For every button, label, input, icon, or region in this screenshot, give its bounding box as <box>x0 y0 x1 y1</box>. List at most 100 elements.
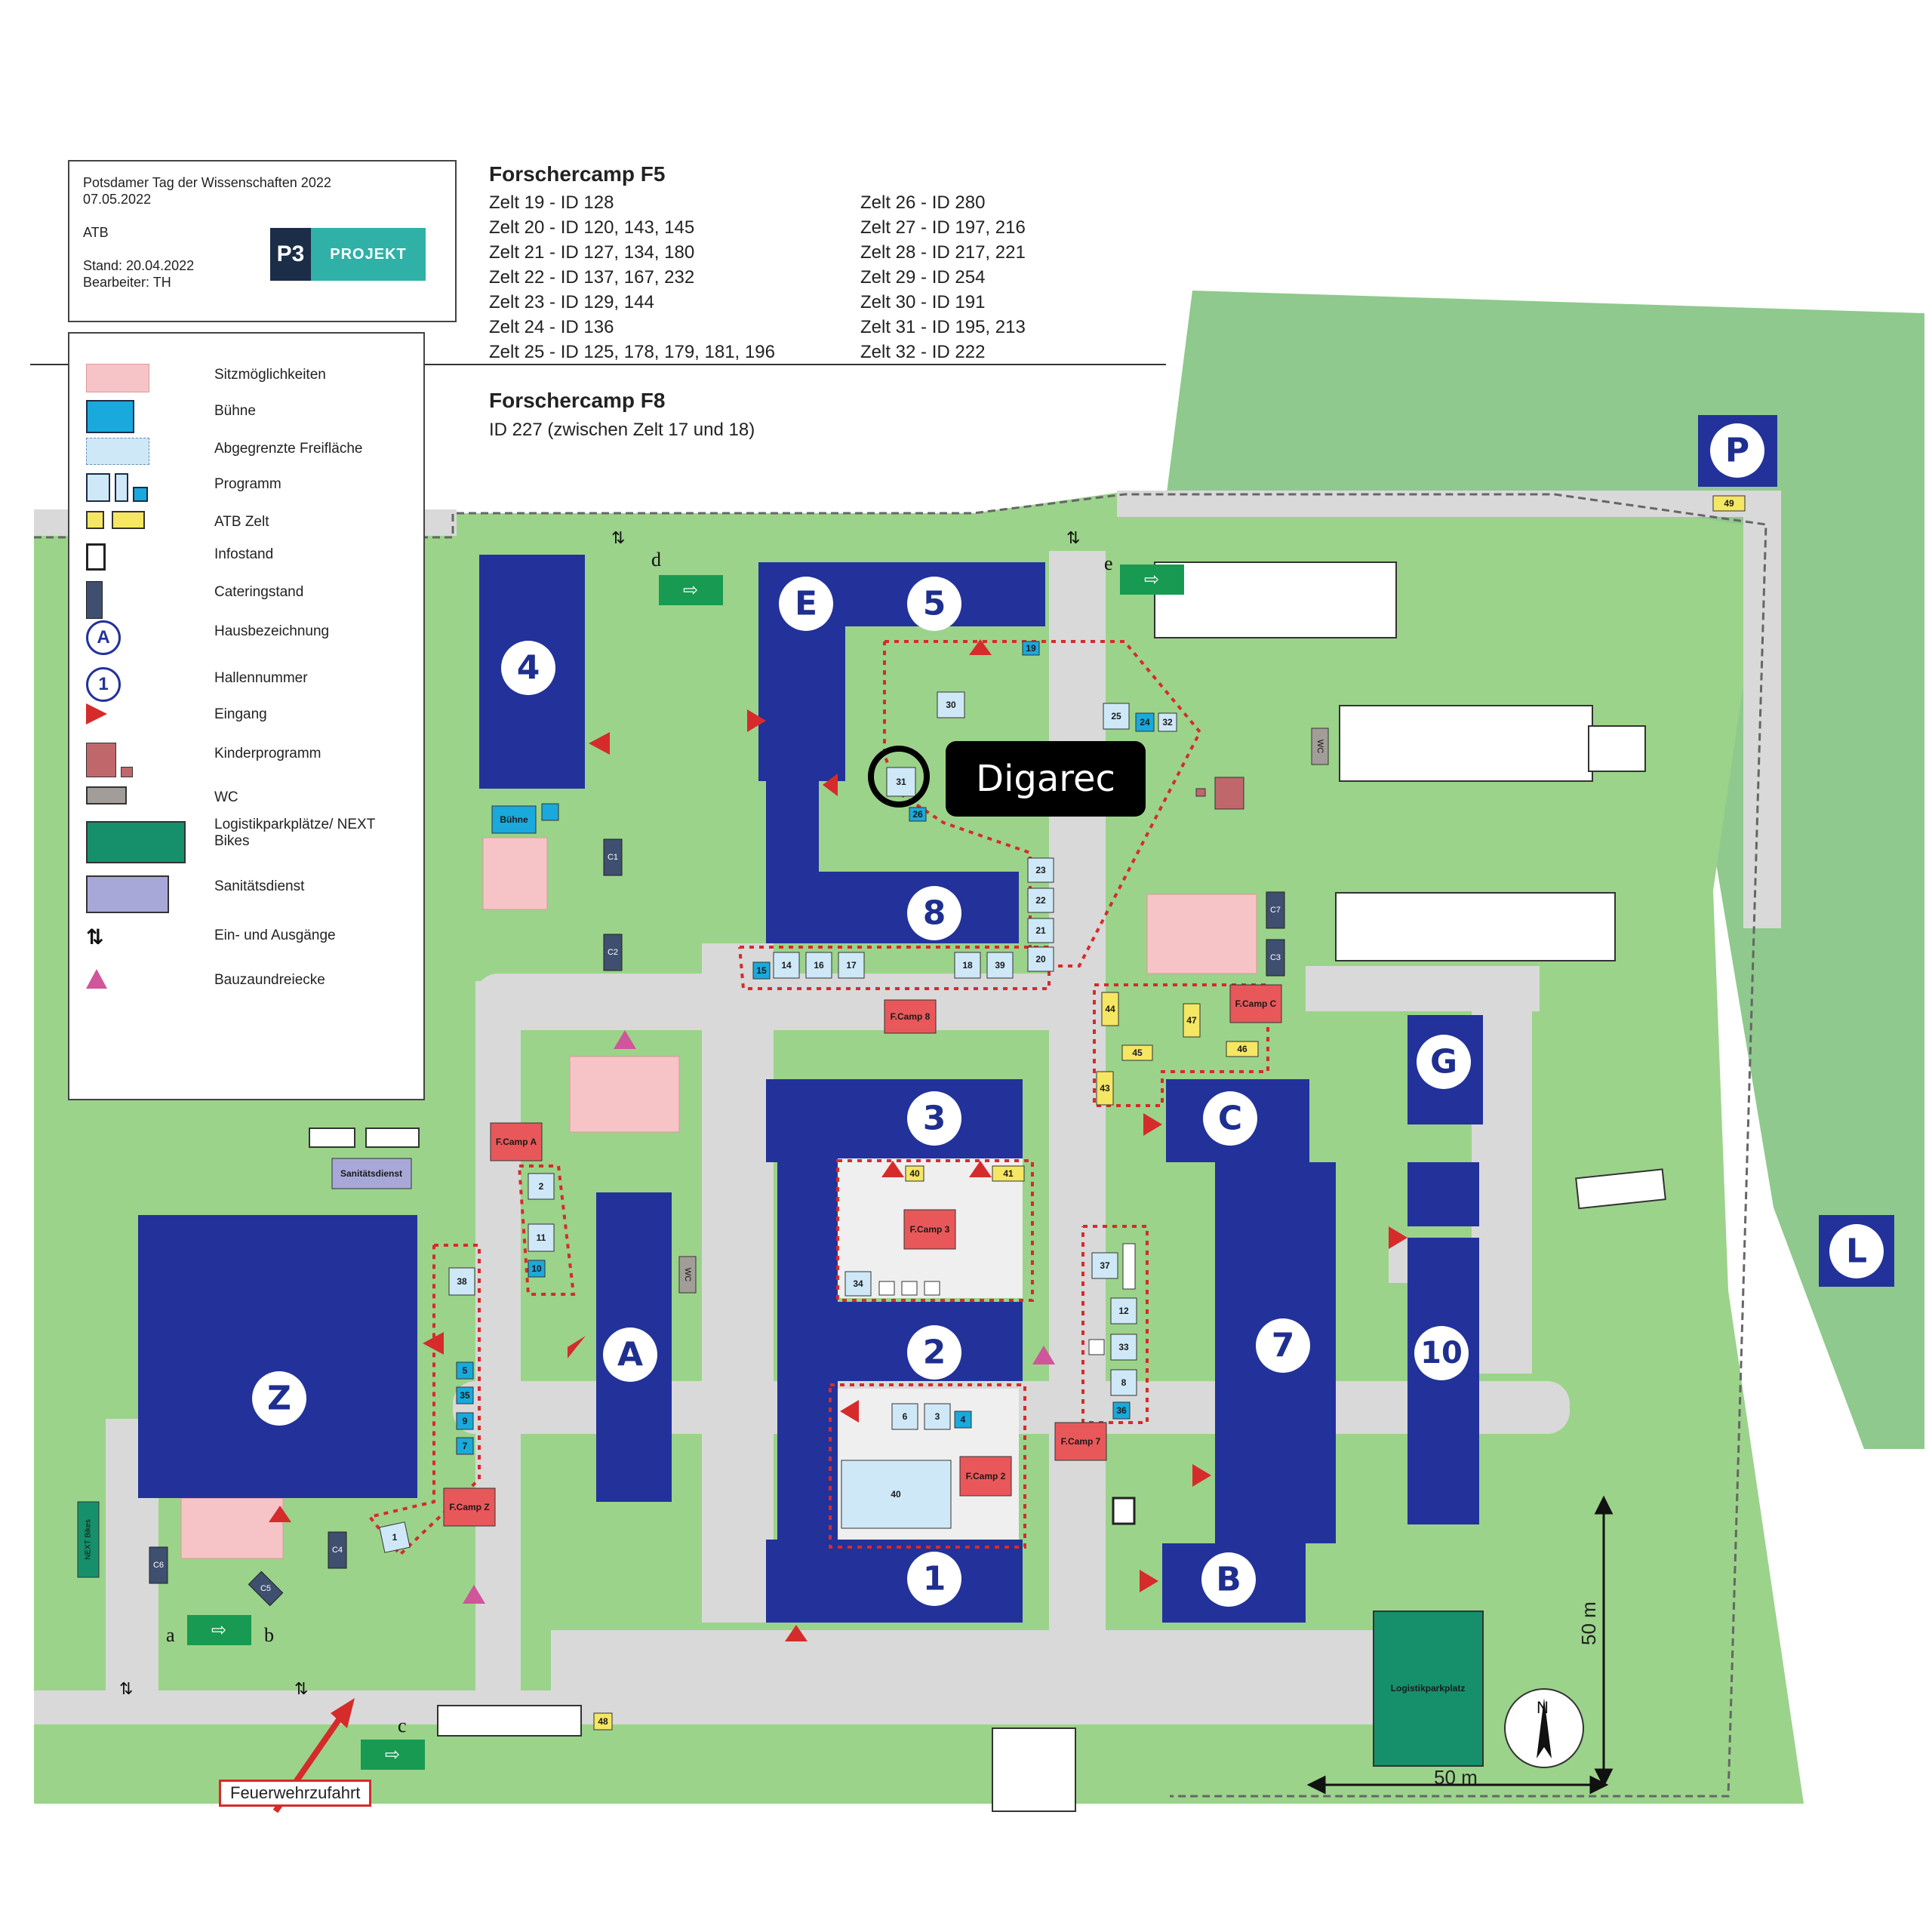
svg-text:L: L <box>1846 1232 1867 1271</box>
f8-zone <box>738 946 1051 990</box>
svg-text:B: B <box>1216 1561 1241 1599</box>
legend-label: Ein- und Ausgänge <box>214 928 336 943</box>
tent-10: 10 <box>528 1260 546 1278</box>
legend-row: ⇅Ein- und Ausgänge <box>69 917 423 955</box>
north-arrow-icon: N <box>1504 1688 1584 1768</box>
gates: a b c d e ⇅ ⇅ ⇅ ⇅ <box>119 529 1113 1737</box>
svg-text:49: 49 <box>1724 498 1734 509</box>
atb-41: 41 <box>992 1165 1025 1182</box>
camp-f8-title: Forschercamp F8 <box>489 389 666 412</box>
tent-39: 39 <box>986 952 1014 979</box>
tent-20: 20 <box>1027 946 1054 972</box>
svg-text:1: 1 <box>392 1532 398 1543</box>
svg-text:2: 2 <box>923 1334 946 1372</box>
building-label-B: B <box>1201 1552 1256 1607</box>
camp-f8-text: ID 227 (zwischen Zelt 17 und 18) <box>489 420 755 440</box>
legend-label: Hausbezeichnung <box>214 623 330 639</box>
site-fence <box>34 493 1767 1798</box>
catering-stands: C1 C2 C7 C3 C4 C5 C6 <box>149 838 1285 1607</box>
svg-text:5: 5 <box>463 1365 468 1376</box>
tent-12: 12 <box>1110 1297 1137 1324</box>
f-camps: F.Camp 8 F.Camp A F.Camp 3 F.Camp 2 F.Ca… <box>443 777 1282 1527</box>
tent-2: 2 <box>528 1173 555 1200</box>
medical-swatch <box>86 875 169 913</box>
roads <box>34 491 1781 1724</box>
tent-15: 15 <box>752 961 771 980</box>
svg-text:7: 7 <box>1272 1327 1295 1365</box>
camp-f5-entry: Zelt 27 - ID 197, 216 <box>860 217 1026 238</box>
svg-text:⇅: ⇅ <box>611 529 625 548</box>
tent-19: 19 <box>1022 641 1040 656</box>
svg-text:F.Camp 2: F.Camp 2 <box>966 1471 1006 1481</box>
tent-14: 14 <box>773 952 800 979</box>
camp-f5-title: Forschercamp F5 <box>489 162 666 186</box>
svg-text:40: 40 <box>891 1489 901 1500</box>
svg-text:9: 9 <box>463 1416 468 1426</box>
wc-east: WC <box>1311 728 1329 765</box>
tent-6: 6 <box>891 1403 918 1430</box>
svg-text:37: 37 <box>1100 1260 1110 1271</box>
building-label-1: 1 <box>907 1552 961 1606</box>
building-label-2: 2 <box>907 1325 961 1380</box>
legend-row: Bauzaundreiecke <box>69 961 423 999</box>
legend-row: ATB Zelt <box>69 503 423 541</box>
logistics-parking: Logistikparkplatz <box>1373 1611 1484 1767</box>
svg-text:Sanitätsdienst: Sanitätsdienst <box>340 1168 402 1179</box>
svg-text:34: 34 <box>853 1278 863 1289</box>
svg-text:1: 1 <box>923 1560 946 1598</box>
org-name: ATB <box>83 225 109 240</box>
legend-label: Kinderprogramm <box>214 746 321 761</box>
svg-text:25: 25 <box>1111 711 1121 721</box>
tent-5: 5 <box>456 1361 474 1380</box>
legend-label: Eingang <box>214 706 267 722</box>
tent-22: 22 <box>1027 888 1054 913</box>
atb-tents: 44 45 47 46 43 40 41 48 49 <box>593 495 1746 1730</box>
program-swatch <box>86 473 148 502</box>
atb-44: 44 <box>1101 992 1119 1026</box>
legend-row: Kinderprogramm <box>69 735 423 777</box>
svg-text:⇨: ⇨ <box>1144 570 1159 590</box>
svg-text:21: 21 <box>1035 925 1046 936</box>
legend-row: Abgegrenzte Freifläche <box>69 430 423 468</box>
legend-label: Sitzmöglichkeiten <box>214 367 326 383</box>
zone-atb <box>1093 983 1269 1107</box>
fcamp-z: F.Camp Z <box>443 1487 496 1527</box>
atb-47: 47 <box>1183 1003 1201 1038</box>
svg-text:e: e <box>1104 552 1113 574</box>
building-label-10: 10 <box>1414 1326 1469 1380</box>
building-label-7: 7 <box>1256 1318 1310 1373</box>
building-labels: 4 E 5 8 3 2 1 A Z C 7 B G 10 P L <box>252 423 1884 1607</box>
legend-label: Cateringstand <box>214 584 304 600</box>
catering-c6: C6 <box>149 1546 168 1584</box>
tent-33: 33 <box>1110 1334 1137 1361</box>
stage-swatch <box>86 400 134 433</box>
tent-34: 34 <box>844 1271 872 1297</box>
fence-triangle-icon <box>86 969 107 989</box>
svg-text:⇨: ⇨ <box>683 580 698 601</box>
svg-text:10: 10 <box>531 1263 542 1274</box>
legend-label: Programm <box>214 476 281 492</box>
atb-46: 46 <box>1226 1041 1259 1057</box>
scale-horizontal-label: 50 m <box>1434 1766 1478 1789</box>
svg-text:40: 40 <box>909 1168 920 1179</box>
building-label-G: G <box>1417 1035 1471 1089</box>
svg-text:c: c <box>398 1715 407 1737</box>
svg-text:C5: C5 <box>260 1584 271 1593</box>
camp-f5-entry: Zelt 26 - ID 280 <box>860 192 986 213</box>
stage-bühne: Bühne <box>491 803 559 834</box>
building-label-5: 5 <box>907 577 961 631</box>
legend-label: Bauzaundreiecke <box>214 972 325 988</box>
svg-text:F.Camp 7: F.Camp 7 <box>1061 1436 1101 1447</box>
title-block: Potsdamer Tag der Wissenschaften 2022 07… <box>68 160 457 322</box>
fire-access-label: Feuerwehrzufahrt <box>219 1780 372 1807</box>
catering-c7: C7 <box>1266 891 1285 929</box>
svg-text:a: a <box>166 1624 175 1646</box>
program-tents: 30 25 24 32 31 23 22 21 20 19 26 15 14 1… <box>379 641 1177 1553</box>
legend-row: Cateringstand <box>69 574 423 619</box>
svg-text:10: 10 <box>1420 1336 1463 1371</box>
svg-text:F.Camp C: F.Camp C <box>1235 998 1277 1009</box>
tent-25: 25 <box>1103 703 1130 730</box>
building-label-8: 8 <box>907 886 961 940</box>
